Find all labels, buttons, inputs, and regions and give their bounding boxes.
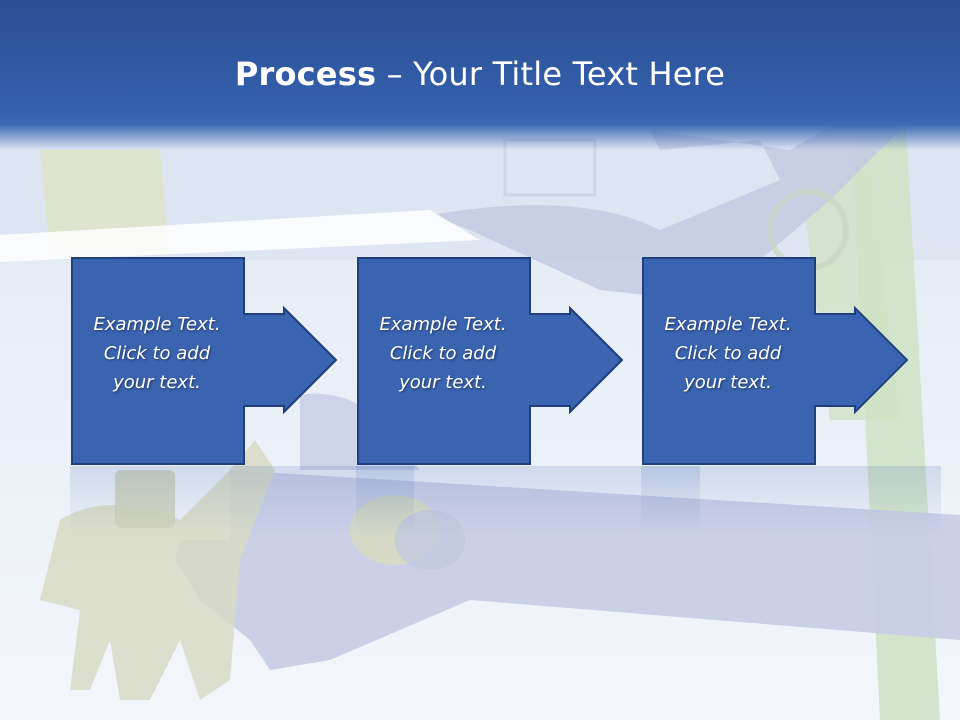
step-text-line: your text. <box>684 372 772 393</box>
process-step-3[interactable]: Example Text. Click to add your text. <box>641 256 960 466</box>
step-text-line: Example Text. <box>93 314 221 335</box>
step-arrow-box-shape <box>642 257 909 465</box>
title-rest-part: – Your Title Text Here <box>376 55 726 93</box>
step-text[interactable]: Example Text. Click to add your text. <box>645 310 811 397</box>
step-reflection <box>356 466 700 536</box>
process-step-2[interactable]: Example Text. Click to add your text. <box>356 256 700 466</box>
step-text-line: Example Text. <box>379 314 507 335</box>
step-text[interactable]: Example Text. Click to add your text. <box>360 310 526 397</box>
process-step-1[interactable]: Example Text. Click to add your text. <box>70 256 414 466</box>
title-bar <box>0 0 960 150</box>
step-arrow-box-shape <box>71 257 338 465</box>
slide-title[interactable]: Process – Your Title Text Here <box>0 52 960 96</box>
phone-keypad-icon <box>115 470 175 528</box>
step-text[interactable]: Example Text. Click to add your text. <box>74 310 240 397</box>
step-reflection <box>70 466 414 536</box>
step-reflection <box>641 466 941 536</box>
khaki-hand-shape <box>40 440 275 700</box>
purple-hand-top-shape <box>430 110 900 300</box>
step-text-line: Click to add <box>103 343 211 364</box>
title-bold-part: Process <box>234 55 377 93</box>
step-arrow-box-shape <box>357 257 624 465</box>
step-text-line: your text. <box>113 372 201 393</box>
step-text-line: Click to add <box>389 343 497 364</box>
step-text-line: your text. <box>399 372 487 393</box>
step-text-line: Example Text. <box>664 314 792 335</box>
step-text-line: Click to add <box>674 343 782 364</box>
